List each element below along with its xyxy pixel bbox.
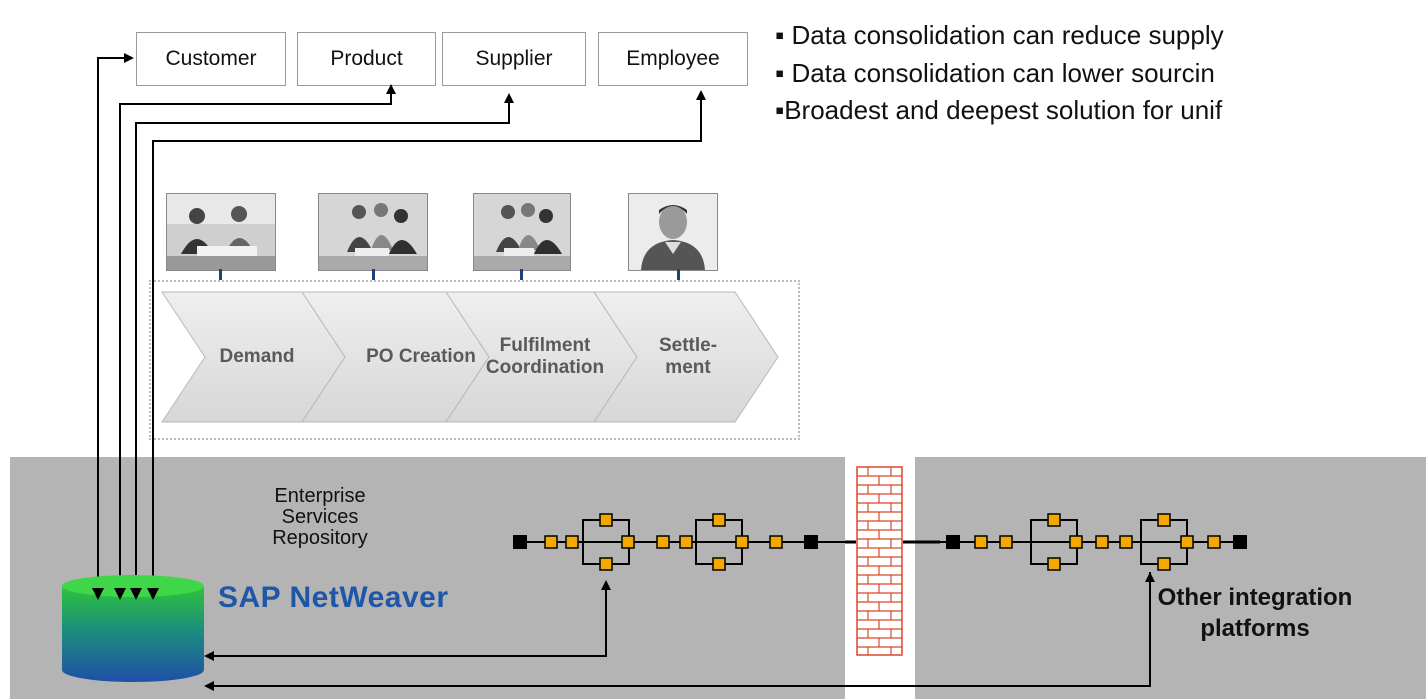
step-demand-label: Demand xyxy=(219,346,295,367)
step-fulfilment-label: Fulfilment Coordination xyxy=(485,335,605,378)
customer-box: Customer xyxy=(136,32,286,86)
people-meeting-photo xyxy=(166,193,276,271)
step-settlement-label: Settle- ment xyxy=(658,335,718,378)
photo-connector-3 xyxy=(520,269,523,280)
chevron-settlement xyxy=(593,291,779,423)
bullet-text-2: ▪ Data consolidation can lower sourcin xyxy=(775,58,1215,88)
repository-label: Enterprise Services Repository xyxy=(272,485,368,549)
bullet-text-1: ▪ Data consolidation can reduce supply xyxy=(775,20,1224,50)
supplier-box: Supplier xyxy=(442,32,586,86)
team-at-laptop-photo xyxy=(318,193,428,271)
photo-connector-1 xyxy=(219,269,222,280)
employee-portrait-photo xyxy=(628,193,718,271)
step-po-creation-label: PO Creation xyxy=(366,346,476,367)
other-platforms-label: Other integration platforms xyxy=(1157,584,1353,642)
brick-firewall-icon xyxy=(856,466,903,656)
employee-box: Employee xyxy=(598,32,748,86)
photo-connector-4 xyxy=(677,269,680,280)
product-box: Product xyxy=(297,32,436,86)
other-platforms-panel xyxy=(915,457,1426,699)
photo-connector-2 xyxy=(372,269,375,280)
bullet-text-3: ▪Broadest and deepest solution for unif xyxy=(775,95,1223,125)
sap-netweaver-label: SAP NetWeaver xyxy=(218,581,449,614)
